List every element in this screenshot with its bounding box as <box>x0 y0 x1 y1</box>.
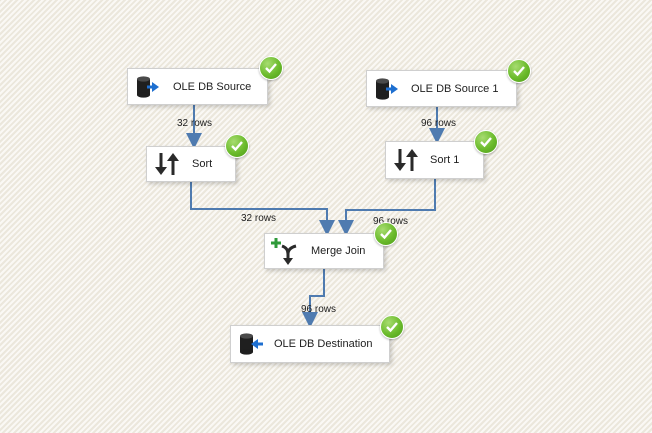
component-label: OLE DB Source <box>173 80 252 93</box>
component-label: OLE DB Source 1 <box>411 82 499 95</box>
merge-join-icon <box>270 236 300 266</box>
component-label: Sort <box>192 158 213 170</box>
path-sort1-to-merge[interactable] <box>338 179 436 236</box>
ole-db-source-1-component[interactable]: OLE DB Source 1 <box>366 70 517 107</box>
row-count-label: 32 rows <box>241 213 277 224</box>
success-check-icon <box>374 222 398 246</box>
success-check-icon <box>225 134 249 158</box>
success-check-icon <box>259 56 283 80</box>
component-label: Sort 1 <box>430 154 460 166</box>
component-label: OLE DB Destination <box>274 338 373 350</box>
path-sort-to-merge[interactable] <box>190 182 335 236</box>
path-merge-to-destination[interactable] <box>302 269 325 328</box>
row-count-label: 96 rows <box>421 118 457 129</box>
ole-db-source-component[interactable]: OLE DB Source <box>127 68 268 105</box>
success-check-icon <box>507 59 531 83</box>
sort-1-component[interactable]: Sort 1 <box>385 141 484 179</box>
merge-join-component[interactable]: Merge Join <box>264 233 384 269</box>
database-source-icon <box>372 74 402 104</box>
sort-icon <box>152 149 182 179</box>
success-check-icon <box>474 130 498 154</box>
sort-component[interactable]: Sort <box>146 146 236 182</box>
ole-db-destination-component[interactable]: OLE DB Destination <box>230 325 390 363</box>
row-count-label: 96 rows <box>301 304 337 315</box>
sort-icon <box>391 145 421 175</box>
row-count-label: 96 rows <box>373 216 409 227</box>
database-destination-icon <box>236 329 266 359</box>
component-label: Merge Join <box>311 245 366 257</box>
success-check-icon <box>380 315 404 339</box>
database-source-icon <box>133 72 163 102</box>
row-count-label: 32 rows <box>177 118 213 129</box>
